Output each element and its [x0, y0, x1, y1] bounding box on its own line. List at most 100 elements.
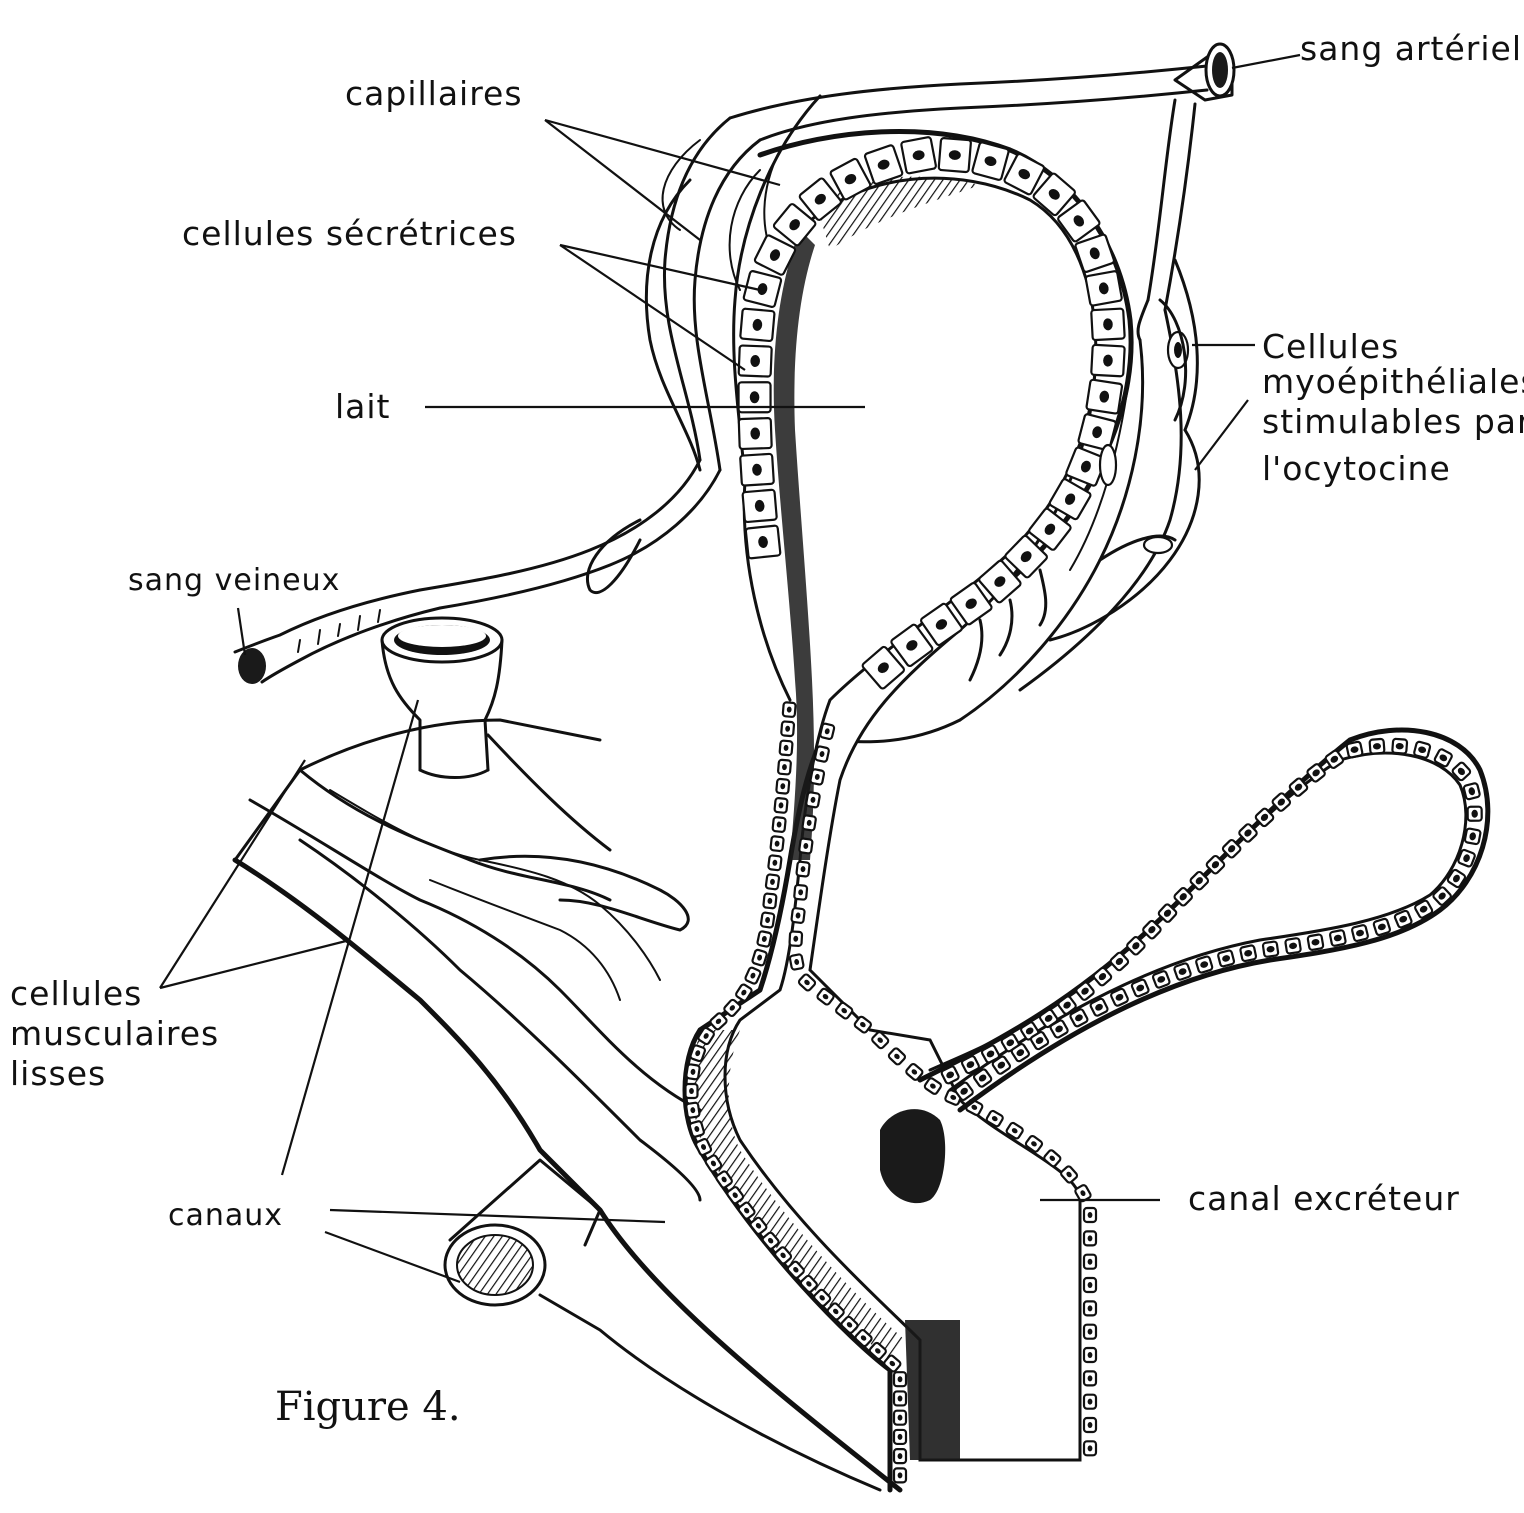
duct-cell — [894, 1372, 906, 1386]
loop-cell — [1346, 741, 1363, 758]
duct-cell — [772, 817, 785, 832]
loop-cell — [1325, 750, 1345, 770]
loop-cell — [1369, 739, 1384, 754]
label-myo-line1: Cellules — [1262, 327, 1399, 366]
loop-cell — [1093, 967, 1113, 987]
duct-cell — [1084, 1325, 1096, 1339]
duct-cell — [766, 874, 780, 889]
loop-cell — [1174, 963, 1192, 981]
duct-cell — [778, 760, 791, 775]
duct-cell — [820, 723, 835, 739]
label-musc-line2: musculaires — [10, 1014, 219, 1053]
duct-cell — [894, 1468, 906, 1482]
duct-cell — [761, 912, 775, 928]
duct-cell — [686, 1064, 700, 1080]
loop-cell — [1126, 936, 1146, 956]
duct-cell — [894, 1411, 906, 1425]
duct-cell — [689, 1121, 704, 1138]
loop-cell — [1330, 930, 1347, 947]
duct-cell — [894, 1391, 906, 1405]
duct-cell — [780, 740, 793, 755]
duct-cell — [794, 885, 807, 900]
loop-cell — [1075, 981, 1095, 1001]
duct-cell — [815, 746, 830, 762]
secretory-cell — [740, 309, 774, 342]
duct-cell — [791, 908, 805, 923]
loop-cell — [1465, 828, 1481, 844]
secretory-cell — [1091, 345, 1125, 377]
secretory-cell — [746, 525, 781, 558]
loop-cell — [1240, 945, 1257, 962]
secretory-cell — [1086, 379, 1122, 413]
duct-cell — [685, 1084, 697, 1098]
loop-cell — [1352, 925, 1369, 942]
duct-cell — [1084, 1278, 1096, 1292]
loop-cell — [1195, 956, 1212, 973]
loop-cell — [1307, 934, 1323, 950]
duct-cell — [781, 721, 794, 736]
loop-cell — [1414, 741, 1431, 758]
loop-cell — [1373, 918, 1391, 936]
label-myo-line3: stimulables par — [1262, 402, 1524, 441]
secretory-cell — [739, 345, 772, 376]
duct-cell — [1084, 1441, 1096, 1455]
duct-cell — [1084, 1348, 1096, 1362]
duct-cell — [1084, 1395, 1096, 1409]
secretory-cell — [939, 138, 971, 172]
duct-cell — [783, 702, 796, 717]
label-musc-line3: lisses — [10, 1054, 106, 1093]
duct-cell — [806, 792, 820, 808]
label-myo-line4: l'ocytocine — [1262, 449, 1451, 488]
loop-cell — [1392, 739, 1407, 754]
figure-caption: Figure 4. — [275, 1384, 461, 1430]
duct-cell — [757, 931, 772, 947]
duct-cell — [768, 855, 782, 870]
duct-cell — [789, 954, 803, 970]
duct-cell — [745, 967, 762, 985]
label-capillaires: capillaires — [345, 74, 523, 113]
duct-cell — [1084, 1208, 1096, 1222]
loop-cell — [1218, 950, 1235, 967]
duct-cell — [686, 1102, 700, 1118]
second-alveolus-cells — [940, 739, 1482, 1101]
label-myo-line2: myoépithéliales — [1262, 362, 1524, 401]
duct-cell — [763, 893, 776, 908]
loop-cell — [1110, 952, 1130, 972]
loop-cell — [1468, 807, 1482, 821]
label-musc-line1: cellules — [10, 974, 142, 1013]
secretory-cell — [743, 271, 781, 308]
duct-cell — [796, 861, 809, 876]
duct-cell — [1084, 1231, 1096, 1245]
secretory-cell — [901, 137, 936, 174]
duct-cell — [894, 1430, 906, 1444]
duct-cell — [1084, 1255, 1096, 1269]
label-cellules-secretrices: cellules sécrétrices — [182, 214, 517, 253]
label-canal-excreteur: canal excréteur — [1188, 1179, 1460, 1218]
duct-cell — [789, 931, 802, 946]
duct-cell — [774, 798, 787, 813]
duct-cell — [894, 1449, 906, 1463]
loop-cell — [1285, 938, 1301, 954]
secretory-cell — [1091, 309, 1125, 341]
duct-cell — [770, 836, 783, 851]
duct-cell — [799, 838, 813, 853]
secretory-cell — [1085, 271, 1122, 306]
duct-cell — [802, 815, 816, 831]
label-canaux: canaux — [168, 1198, 283, 1233]
duct-cell — [1084, 1371, 1096, 1385]
loop-cell — [1263, 941, 1279, 957]
secretory-cell — [739, 418, 772, 449]
secretory-cell — [740, 454, 774, 486]
label-sang-veineux: sang veineux — [128, 563, 340, 598]
label-sang-arteriel: sang artériel — [1300, 29, 1522, 68]
duct-cell — [1084, 1301, 1096, 1315]
duct-cell — [752, 949, 768, 966]
secretory-cell — [742, 490, 776, 523]
duct-cell — [810, 769, 824, 785]
label-lait: lait — [335, 387, 391, 426]
secretory-cell — [972, 142, 1009, 181]
duct-cell — [776, 779, 789, 794]
loop-cell — [1463, 783, 1480, 800]
duct-cell — [1084, 1418, 1096, 1432]
